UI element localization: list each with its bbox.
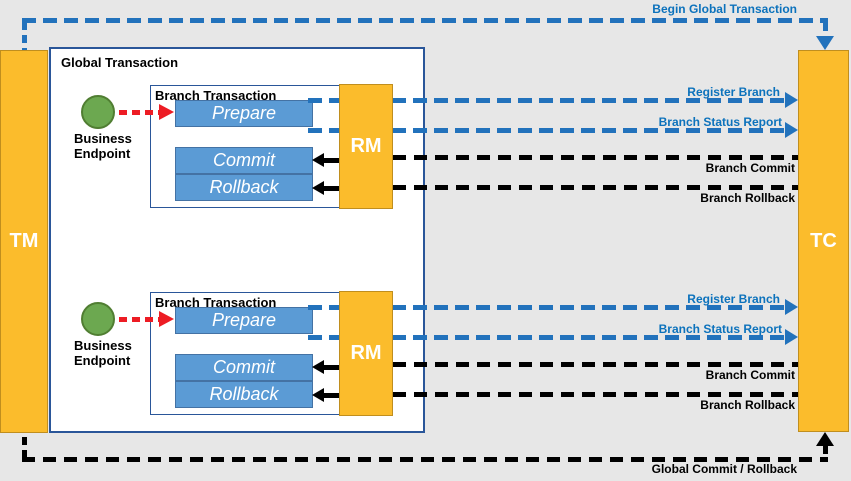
rollback-box: Rollback	[175, 174, 313, 201]
global-commit-line-rise	[823, 446, 828, 458]
business-endpoint-label: Business Endpoint	[74, 131, 132, 161]
global-commit-arrowhead-icon	[816, 432, 834, 446]
branch-rollback-arrow-shaft	[323, 393, 339, 398]
branch-commit-arrowhead-icon	[312, 360, 324, 374]
branch-status-report-line	[308, 335, 785, 340]
branch-status-report-line	[308, 128, 785, 133]
branch-rollback-line	[393, 392, 798, 397]
business-endpoint-circle	[81, 302, 115, 336]
tm-box: TM	[0, 50, 48, 433]
commit-box: Commit	[175, 147, 313, 174]
register-branch-line	[308, 98, 785, 103]
business-endpoint-label: Business Endpoint	[74, 338, 132, 368]
branch-transaction-title: Branch Transaction	[155, 295, 277, 310]
branch-commit-line	[393, 362, 798, 367]
branch-rollback-arrowhead-icon	[312, 388, 324, 402]
register-branch-line	[308, 305, 785, 310]
branch-status-report-arrowhead-icon	[785, 329, 798, 345]
global-transaction-title: Global Transaction	[61, 55, 179, 70]
business-endpoint-circle	[81, 95, 115, 129]
prepare-box: Prepare	[175, 100, 313, 127]
invoke-arrowhead-icon	[159, 311, 174, 327]
global-commit-line	[22, 457, 828, 462]
register-branch-label: Register Branch	[687, 292, 780, 306]
branch-status-report-arrowhead-icon	[785, 122, 798, 138]
begin-global-transaction-arrowhead-icon	[816, 36, 834, 50]
global-commit-line-vertical	[22, 437, 27, 458]
branch-rollback-arrow-shaft	[323, 186, 339, 191]
branch-status-report-label: Branch Status Report	[658, 322, 782, 336]
rollback-box: Rollback	[175, 381, 313, 408]
invoke-line	[119, 110, 161, 115]
branch-rollback-label: Branch Rollback	[700, 191, 795, 205]
branch-rollback-arrowhead-icon	[312, 181, 324, 195]
begin-global-transaction-line	[22, 18, 828, 23]
tc-box: TC	[798, 50, 849, 432]
branch-status-report-label: Branch Status Report	[658, 115, 782, 129]
begin-global-transaction-line-drop	[823, 23, 828, 37]
begin-global-transaction-label: Begin Global Transaction	[652, 2, 797, 16]
rm-box: RM	[339, 291, 393, 416]
branch-commit-arrow-shaft	[323, 365, 339, 370]
branch-commit-line	[393, 155, 798, 160]
branch-commit-arrow-shaft	[323, 158, 339, 163]
branch-group-1: Business Endpoint Branch Transaction Pre…	[0, 84, 851, 216]
branch-commit-arrowhead-icon	[312, 153, 324, 167]
begin-global-transaction-line-vertical	[22, 22, 27, 50]
invoke-line	[119, 317, 161, 322]
branch-commit-label: Branch Commit	[705, 161, 795, 175]
register-branch-arrowhead-icon	[785, 92, 798, 108]
register-branch-arrowhead-icon	[785, 299, 798, 315]
invoke-arrowhead-icon	[159, 104, 174, 120]
branch-rollback-line	[393, 185, 798, 190]
branch-rollback-label: Branch Rollback	[700, 398, 795, 412]
prepare-box: Prepare	[175, 307, 313, 334]
branch-group-2: Business Endpoint Branch Transaction Pre…	[0, 291, 851, 423]
rm-box: RM	[339, 84, 393, 209]
register-branch-label: Register Branch	[687, 85, 780, 99]
commit-box: Commit	[175, 354, 313, 381]
branch-transaction-title: Branch Transaction	[155, 88, 277, 103]
branch-commit-label: Branch Commit	[705, 368, 795, 382]
global-commit-rollback-label: Global Commit / Rollback	[651, 462, 797, 476]
